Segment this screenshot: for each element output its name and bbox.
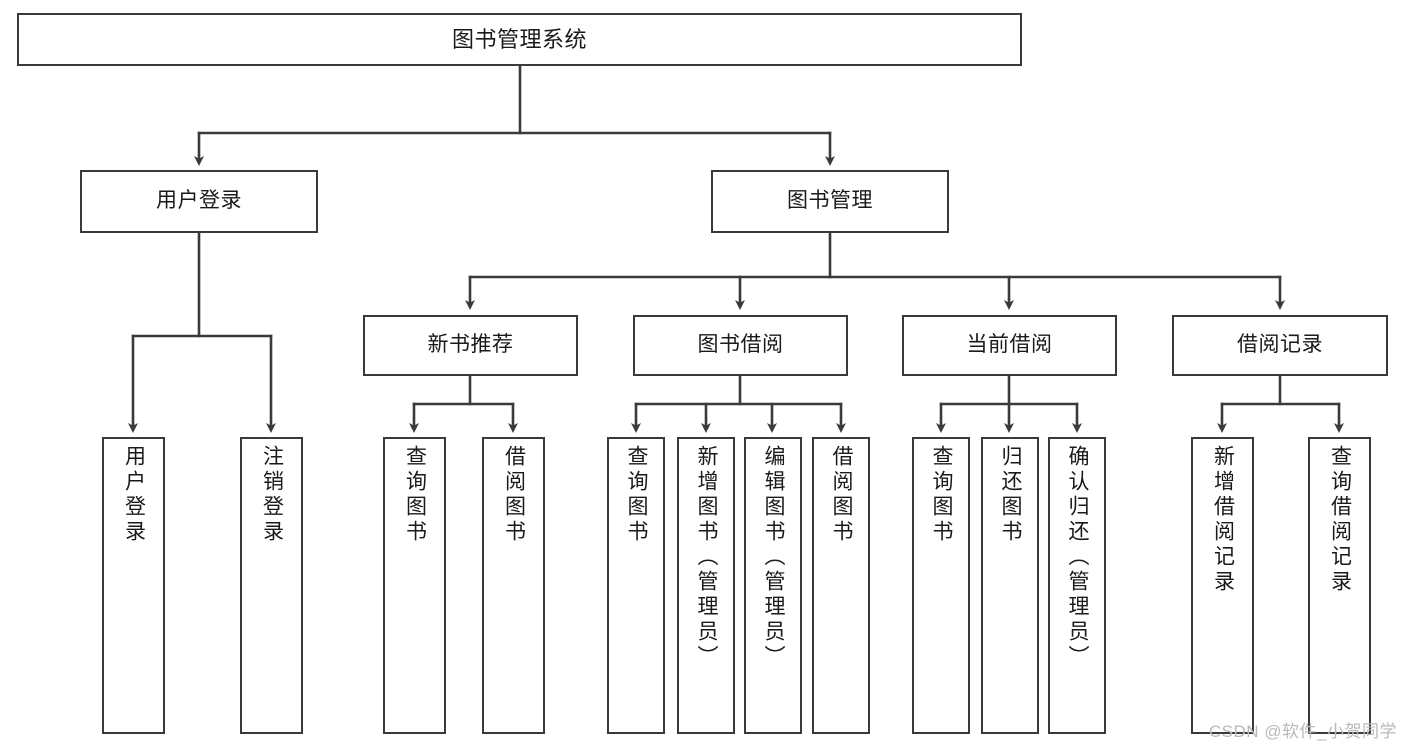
node-new-book-rec-label: 新书推荐: [427, 333, 514, 357]
leaf-add-record-label: 新增借阅记录: [1211, 445, 1235, 595]
leaf-confirm-return-label: 确认归还（管理员）: [1066, 445, 1090, 670]
leaf-add-book-label: 新增图书（管理员）: [695, 445, 719, 670]
node-root-system[interactable]: 图书管理系统: [17, 13, 1022, 66]
node-root-label: 图书管理系统: [451, 26, 587, 52]
leaf-borrow-book-2[interactable]: 借阅图书: [812, 437, 870, 734]
leaf-query-book-2[interactable]: 查询图书: [607, 437, 665, 734]
leaf-query-book-2-label: 查询图书: [625, 445, 649, 545]
leaf-confirm-return[interactable]: 确认归还（管理员）: [1048, 437, 1106, 734]
leaf-edit-book[interactable]: 编辑图书（管理员）: [744, 437, 802, 734]
node-user-login-label: 用户登录: [156, 189, 242, 213]
leaf-borrow-book-1[interactable]: 借阅图书: [482, 437, 545, 734]
leaf-borrow-book-1-label: 借阅图书: [502, 445, 526, 545]
node-book-borrow-label: 图书借阅: [697, 333, 784, 357]
node-book-manage-label: 图书管理: [787, 189, 873, 213]
leaf-user-login[interactable]: 用户登录: [102, 437, 165, 734]
leaf-logout-label: 注销登录: [260, 445, 284, 545]
leaf-return-book[interactable]: 归还图书: [981, 437, 1039, 734]
csdn-watermark: CSDN @软件_小贺同学: [1208, 722, 1397, 741]
node-book-manage[interactable]: 图书管理: [711, 170, 949, 233]
node-book-borrow[interactable]: 图书借阅: [633, 315, 848, 376]
leaf-query-book-3[interactable]: 查询图书: [912, 437, 970, 734]
leaf-logout[interactable]: 注销登录: [240, 437, 303, 734]
node-current-borrow[interactable]: 当前借阅: [902, 315, 1117, 376]
node-borrow-record[interactable]: 借阅记录: [1172, 315, 1388, 376]
leaf-query-book-1-label: 查询图书: [403, 445, 427, 545]
leaf-return-book-label: 归还图书: [999, 445, 1023, 545]
leaf-edit-book-label: 编辑图书（管理员）: [762, 445, 786, 670]
leaf-add-book[interactable]: 新增图书（管理员）: [677, 437, 735, 734]
leaf-query-book-1[interactable]: 查询图书: [383, 437, 446, 734]
leaf-query-record-label: 查询借阅记录: [1328, 445, 1352, 595]
leaf-query-record[interactable]: 查询借阅记录: [1308, 437, 1371, 734]
node-new-book-rec[interactable]: 新书推荐: [363, 315, 578, 376]
node-borrow-record-label: 借阅记录: [1237, 333, 1323, 357]
leaf-query-book-3-label: 查询图书: [930, 445, 954, 545]
leaf-user-login-label: 用户登录: [122, 445, 146, 545]
node-user-login[interactable]: 用户登录: [80, 170, 318, 233]
leaf-add-record[interactable]: 新增借阅记录: [1191, 437, 1254, 734]
node-current-borrow-label: 当前借阅: [966, 333, 1053, 357]
leaf-borrow-book-2-label: 借阅图书: [830, 445, 854, 545]
